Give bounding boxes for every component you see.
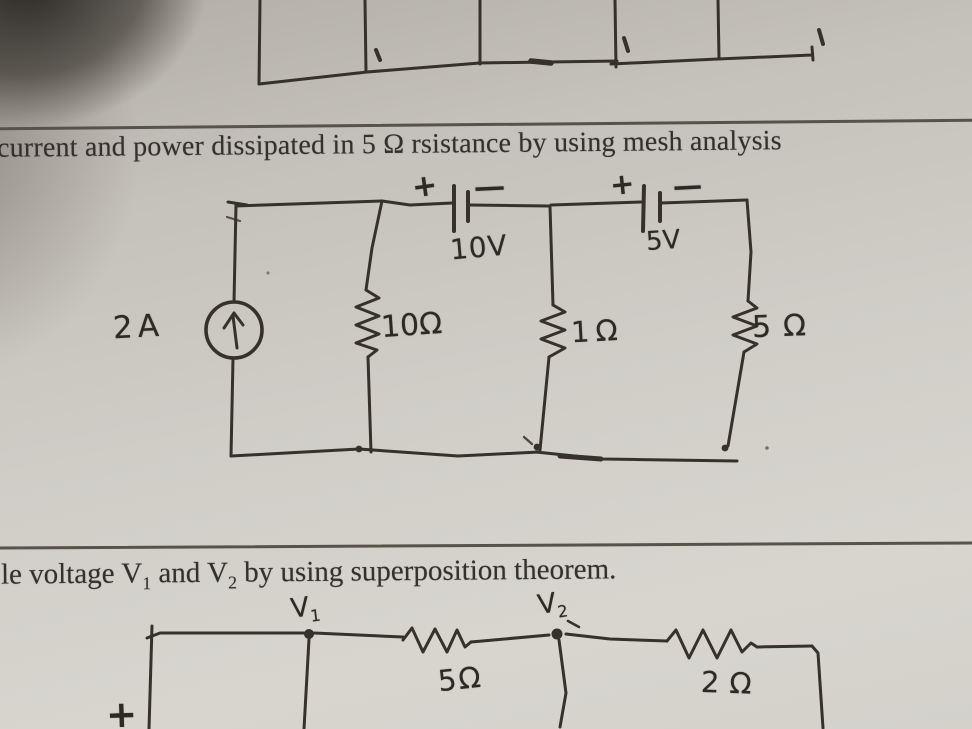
circuit-wire xyxy=(659,198,749,205)
node-dot xyxy=(721,444,729,452)
tick-mark xyxy=(566,619,581,629)
circuit-wire xyxy=(257,0,262,86)
current-source-value-label: 2A xyxy=(112,307,165,347)
tick-mark xyxy=(522,435,534,446)
mesh-analysis-circuit-diagram xyxy=(204,184,769,463)
wire-end-tick xyxy=(810,45,815,62)
resistor-10ohm-zigzag xyxy=(354,288,381,359)
circuit-wire xyxy=(229,447,541,458)
tick-mark xyxy=(374,48,382,62)
problem-caption-superposition: le voltage V1 and V2 by using superposit… xyxy=(1,553,617,595)
circuit-wire xyxy=(469,633,551,644)
resistor-5ohm-bottom-label: 5Ω xyxy=(436,659,485,699)
resistor-5ohm-label: 5Ω xyxy=(751,307,819,346)
battery-10v-minus-sign: − xyxy=(468,170,511,207)
caption-text: le voltage V xyxy=(0,557,143,591)
circuit-wire xyxy=(145,631,306,640)
tick-mark xyxy=(225,215,242,223)
circuit-wire xyxy=(232,203,238,304)
battery-10v-plus-sign: + xyxy=(409,167,440,206)
circuit-wire xyxy=(380,199,454,207)
resistor-10ohm-label: 10Ω xyxy=(379,305,444,346)
resistor-2ohm-bottom-label: 2Ω xyxy=(700,664,763,702)
ink-dash xyxy=(528,58,554,66)
circuit-wire xyxy=(726,350,746,448)
circuit-wire xyxy=(229,357,235,458)
battery-plate-long xyxy=(641,184,646,233)
node-dot-v2 xyxy=(551,628,563,640)
resistor-5ohm-zigzag xyxy=(731,299,759,354)
circuit-wire xyxy=(549,200,643,207)
subscript-1: 1 xyxy=(142,573,152,594)
circuit-wire xyxy=(548,204,555,307)
circuit-wire xyxy=(364,199,384,292)
ink-speck xyxy=(266,271,270,275)
node-v1-base: V xyxy=(289,591,312,625)
circuit-wire xyxy=(467,203,551,208)
circuit-wire xyxy=(564,632,669,643)
terminal-plus-sign: + xyxy=(105,692,138,729)
up-arrow-icon xyxy=(222,311,245,350)
tick-mark xyxy=(622,36,630,53)
caption-text: by using superposition theorem. xyxy=(236,553,617,589)
tick-mark xyxy=(817,28,825,46)
resistor-1ohm-zigzag xyxy=(539,303,567,359)
circuit-wire xyxy=(302,637,311,729)
battery-5v-value-label: 5V xyxy=(644,224,682,258)
battery-5v-minus-sign: − xyxy=(668,169,707,206)
circuit-wire xyxy=(312,631,405,639)
arrow-shaft xyxy=(231,314,239,350)
ink-speck xyxy=(765,446,769,450)
resistor-5ohm-zigzag xyxy=(401,626,473,654)
circuit-wire xyxy=(613,0,618,69)
ink-overlap-dash xyxy=(557,453,604,462)
circuit-wire xyxy=(147,624,154,729)
node-v2-label: V2 xyxy=(535,586,569,624)
battery-5v-plus-sign: + xyxy=(608,165,637,203)
arrow-head xyxy=(222,311,245,330)
circuit-wire xyxy=(810,644,825,729)
circuit-wire xyxy=(716,0,721,60)
superposition-circuit-diagram xyxy=(145,619,825,729)
battery-10v-value-label: 10V xyxy=(448,228,510,267)
circuit-wire xyxy=(363,0,368,74)
circuit-wire xyxy=(609,53,814,66)
node-dot-v1 xyxy=(304,629,314,639)
top-partial-circuit-diagram xyxy=(257,0,825,86)
subscript-2: 2 xyxy=(227,572,238,593)
circuit-wire xyxy=(257,61,482,86)
circuit-wire xyxy=(755,644,814,649)
circuit-wire xyxy=(234,199,384,208)
node-dot xyxy=(533,443,541,451)
circuit-wire xyxy=(366,355,373,454)
resistor-2ohm-zigzag xyxy=(665,628,759,660)
circuit-wire xyxy=(557,638,568,729)
battery-10v-icon xyxy=(452,184,470,233)
circuit-wire xyxy=(745,198,753,303)
caption-text: and V xyxy=(151,556,229,590)
battery-5v-icon xyxy=(641,184,662,233)
resistor-1ohm-label: 1Ω xyxy=(570,312,625,350)
node-v1-subscript: 1 xyxy=(309,605,322,626)
node-dot xyxy=(355,445,363,453)
circuit-wire xyxy=(538,355,551,452)
node-v1-label: V1 xyxy=(289,590,322,628)
